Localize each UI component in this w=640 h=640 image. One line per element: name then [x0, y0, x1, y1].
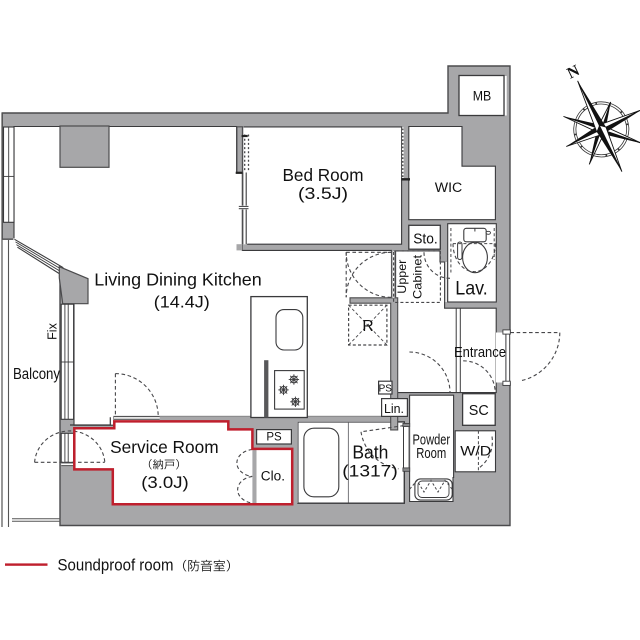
svg-text:Service Room: Service Room — [110, 437, 218, 457]
svg-text:Balcony: Balcony — [13, 366, 60, 383]
svg-text:W/D: W/D — [460, 444, 491, 459]
svg-text:MB: MB — [473, 88, 492, 104]
svg-text:SC: SC — [469, 402, 489, 419]
svg-text:WIC: WIC — [435, 180, 463, 195]
svg-text:Clo.: Clo. — [261, 468, 285, 483]
svg-text:Living Dining Kitchen: Living Dining Kitchen — [94, 269, 262, 289]
svg-text:Fix: Fix — [46, 322, 60, 339]
svg-text:PS: PS — [379, 383, 393, 394]
svg-text:Lin.: Lin. — [384, 401, 404, 416]
svg-text:(3.0J): (3.0J) — [141, 474, 189, 492]
svg-text:Cabinet: Cabinet — [410, 254, 424, 299]
svg-text:Powder: Powder — [413, 432, 451, 449]
svg-text:(14.4J): (14.4J) — [154, 293, 210, 311]
svg-text:(3.5J): (3.5J) — [298, 185, 348, 203]
svg-text:(1317): (1317) — [342, 462, 398, 481]
svg-text:Entrance: Entrance — [454, 344, 506, 361]
svg-text:Bath: Bath — [352, 442, 388, 463]
svg-text:PS: PS — [266, 432, 282, 444]
svg-text:Upper: Upper — [395, 260, 409, 294]
svg-text:Sto.: Sto. — [413, 232, 438, 248]
svg-text:Bed Room: Bed Room — [283, 165, 364, 185]
svg-text:Soundproof room: Soundproof room — [58, 556, 174, 575]
svg-text:Lav.: Lav. — [455, 279, 488, 300]
svg-text:R: R — [362, 318, 373, 335]
svg-text:Room: Room — [416, 445, 446, 462]
